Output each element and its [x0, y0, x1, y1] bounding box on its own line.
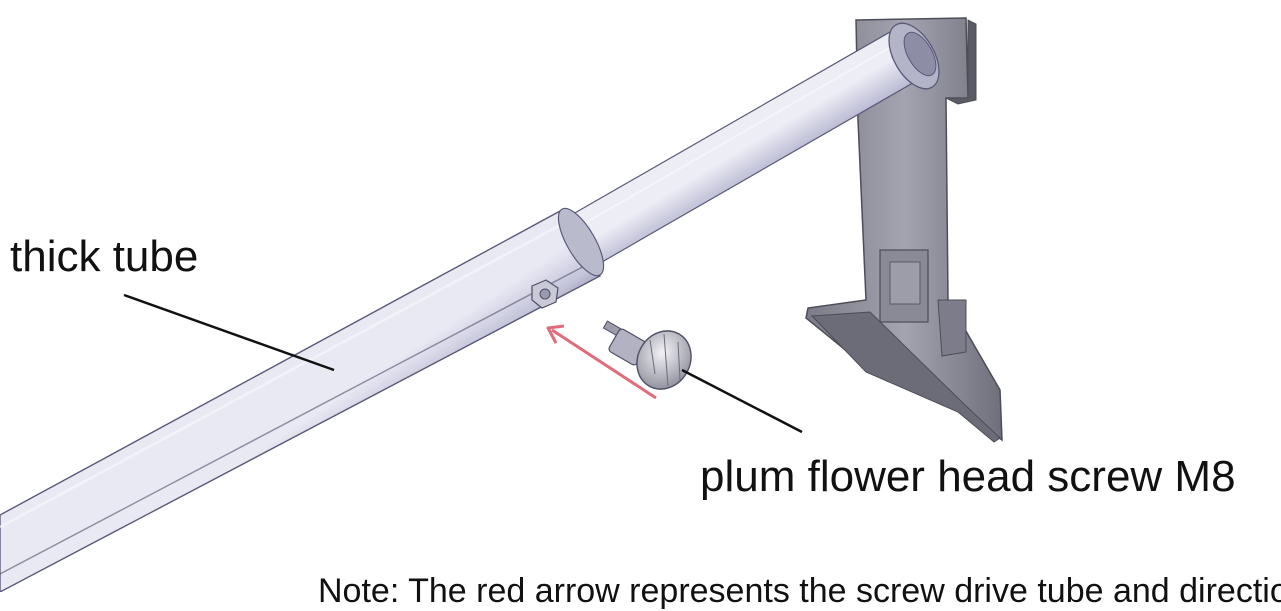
thick-tube-leader-line	[123, 293, 335, 372]
direction-arrow	[546, 324, 657, 400]
tube-end-cap	[888, 22, 940, 90]
screw-label: plum flower head screw M8	[700, 452, 1236, 501]
assembly-diagram	[0, 17, 1003, 592]
thick-tube	[0, 207, 605, 592]
thick-tube-label: thick tube	[10, 232, 199, 281]
plum-flower-screw	[602, 320, 692, 390]
tube-nut	[531, 279, 559, 309]
screw-leader-line	[681, 368, 803, 434]
bracket	[805, 17, 1003, 443]
